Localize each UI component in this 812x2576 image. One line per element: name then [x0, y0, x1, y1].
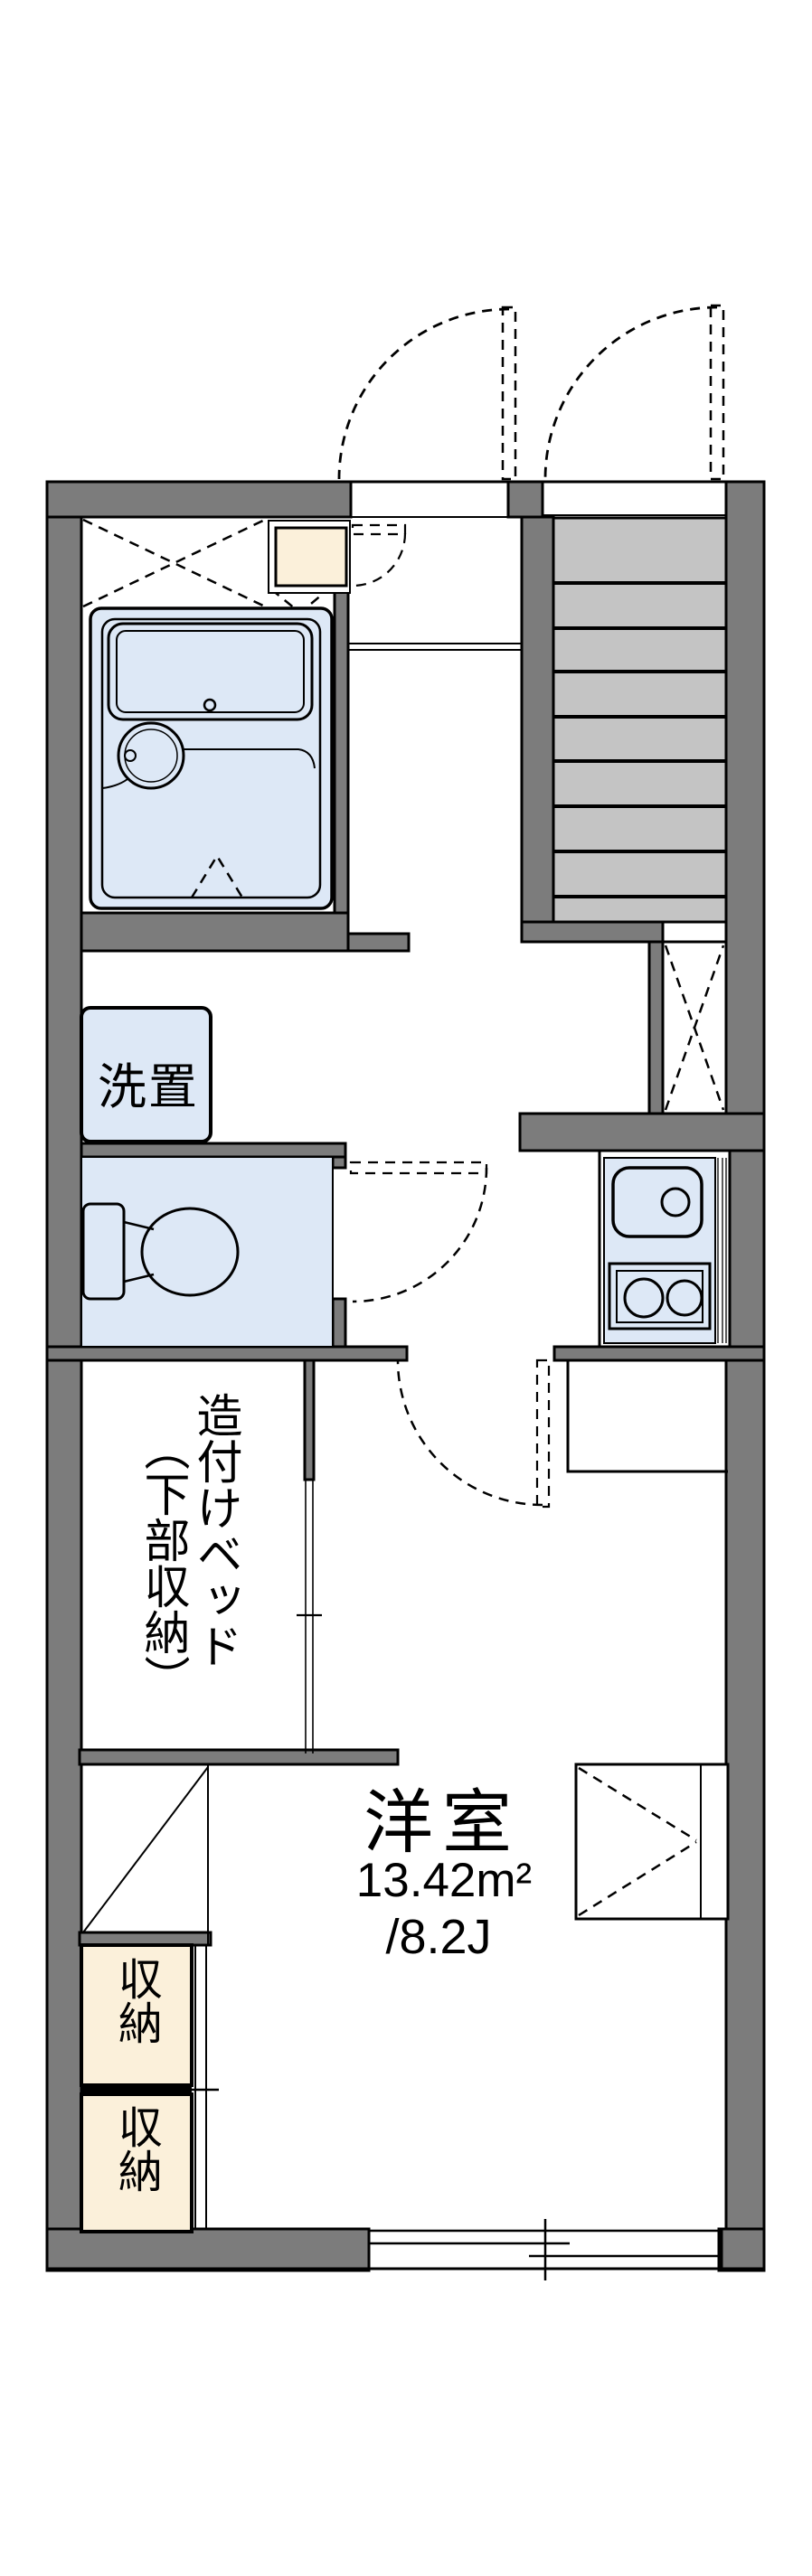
wall-top: [45, 480, 353, 519]
toilet-bowl: [140, 1207, 240, 1297]
washer-space: [80, 1006, 212, 1143]
storage-upper-box: [80, 1943, 194, 2087]
storage-sliding-doors: [190, 1945, 219, 2229]
bathtub-drain: [203, 698, 217, 712]
wall-left: [45, 480, 83, 2272]
basin-faucet: [124, 749, 137, 762]
washer-space-label: 洗置: [98, 1060, 199, 1114]
toilet-door-panel: [349, 1161, 488, 1175]
bathroom-zone: [82, 518, 407, 910]
wall-bottom-left: [45, 2227, 371, 2272]
bottom-window: [367, 2219, 723, 2280]
bath-x-line: [82, 518, 266, 608]
shoe-cabinet-door-swing: [352, 532, 407, 588]
stair-treads: [552, 516, 728, 924]
main-room-area-m2: 13.42m²: [355, 1854, 533, 1907]
storage-upper-label: 収納: [111, 1956, 161, 2045]
entry-door-1-panel: [501, 306, 517, 481]
wall-bath-bottom: [80, 911, 350, 953]
wall-storage-top: [78, 1931, 212, 1947]
bath-counter-line: [184, 748, 316, 769]
wall-bath-right: [333, 590, 350, 937]
wall-under-stair-stub: [647, 940, 665, 1115]
storage-closets: [80, 1943, 219, 2233]
wall-toilet-top: [80, 1142, 347, 1159]
room-closet-v-line: [578, 1840, 697, 1917]
room-door-swing: [396, 1359, 543, 1507]
kitchen-edge-hatch: [717, 1158, 727, 1343]
toilet-room: [80, 1156, 488, 1348]
bed-under-storage-label: （下部収納）: [137, 1424, 190, 1701]
unit-bath-floor: [89, 606, 334, 910]
room-door-panel: [535, 1359, 551, 1509]
wall-entry-pier: [506, 480, 544, 519]
wall-stair-bottom: [520, 920, 665, 944]
sink-drain: [660, 1187, 691, 1217]
wash-basin: [117, 721, 185, 790]
stove: [608, 1262, 712, 1330]
main-room-name: 洋室: [364, 1784, 521, 1862]
entry-door-1-swing: [337, 307, 510, 480]
room-door: [396, 1359, 551, 1509]
wall-toilet-jamb-top: [331, 1155, 347, 1170]
unit-bath: [89, 606, 334, 910]
kitchen-counter: [603, 1157, 716, 1344]
genkan-step: [348, 643, 522, 651]
unit-bath-inner-line: [100, 617, 322, 899]
stove-burner-right: [666, 1279, 703, 1317]
built-in-bed-label: 造付けベッド: [190, 1392, 242, 1669]
bathtub: [107, 622, 314, 721]
wall-toilet-jamb-bottom: [331, 1297, 347, 1349]
wall-hall-bottom-right: [552, 1345, 766, 1362]
storage-lower-box: [80, 2092, 194, 2233]
entry-door-2-swing: [543, 306, 718, 480]
kitchen-sink: [611, 1166, 703, 1238]
entrance-doors: [337, 304, 725, 481]
closet-x-line: [664, 945, 725, 1111]
staircase: [552, 516, 728, 924]
toilet-door-swing: [352, 1167, 488, 1303]
bath-x-line: [82, 518, 266, 608]
wall-hall-bottom-left: [45, 1345, 409, 1362]
main-room-area-tatami: /8.2J: [385, 1910, 492, 1964]
toilet-link-line: [123, 1273, 155, 1283]
toilet-room-floor: [80, 1156, 334, 1348]
room-closet-v-line: [578, 1766, 697, 1842]
stove-burner-left: [623, 1277, 665, 1319]
wall-stair-left: [520, 515, 555, 944]
wall-bed-bottom: [78, 1748, 400, 1766]
shoe-cabinet-door-panel: [351, 523, 407, 536]
stair-tread-lines: [553, 581, 726, 898]
toilet-tank: [81, 1202, 126, 1301]
bed-partition: [297, 1480, 322, 1753]
fridge-space-line: [566, 1360, 728, 1473]
toilet-link-line: [123, 1220, 155, 1231]
bathtub-inner: [116, 630, 305, 713]
storage-lower-label: 収納: [111, 2104, 161, 2193]
room-closet-box: [574, 1763, 730, 1921]
room-closet: [574, 1763, 730, 1921]
kitchen-unit: [566, 1149, 732, 1473]
wall-kitchen-top: [518, 1112, 766, 1152]
under-stair-closet: [661, 940, 728, 1115]
wall-bottom-right: [717, 2227, 766, 2272]
counter-nook: [82, 1764, 209, 1945]
wall-bed-partition-stub: [303, 1359, 316, 1481]
wall-right: [724, 480, 766, 2272]
entry-door-2-panel: [709, 304, 725, 481]
shoe-cabinet: [274, 526, 348, 588]
wall-genkan-bottom: [346, 932, 411, 953]
bath-counter-line-left: [101, 778, 128, 789]
